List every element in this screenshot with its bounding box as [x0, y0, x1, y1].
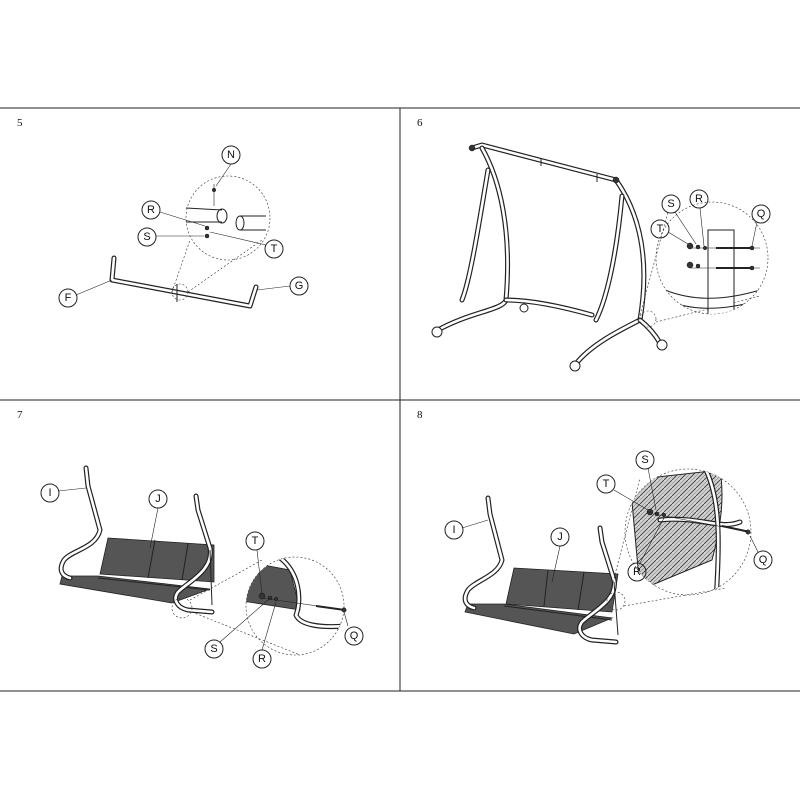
- callout-s: S: [137, 227, 204, 247]
- svg-text:S: S: [210, 643, 217, 655]
- step-8-number: 8: [417, 409, 423, 421]
- svg-text:N: N: [227, 149, 235, 161]
- nut-s-icon: [204, 233, 210, 239]
- svg-text:S: S: [641, 454, 648, 466]
- swing-frame: [431, 142, 668, 372]
- svg-text:T: T: [603, 478, 610, 490]
- svg-text:I: I: [48, 487, 51, 499]
- svg-text:T: T: [271, 243, 278, 255]
- callout-t-7: T: [245, 531, 265, 595]
- svg-text:R: R: [633, 566, 641, 578]
- callout-s-6: S: [661, 194, 697, 245]
- callout-q-6: Q: [751, 204, 771, 247]
- svg-text:R: R: [147, 204, 155, 216]
- bolt-q-icon: [749, 245, 755, 251]
- svg-text:R: R: [258, 653, 266, 665]
- panel-grid: [0, 107, 800, 692]
- callout-n: N: [215, 145, 241, 187]
- svg-text:J: J: [557, 531, 563, 543]
- svg-text:R: R: [695, 193, 703, 205]
- step-6-number: 6: [417, 117, 423, 129]
- callout-j-8: J: [550, 527, 570, 583]
- nut-t-icon: [686, 242, 694, 250]
- washer-r-icon: [702, 245, 708, 251]
- svg-text:F: F: [65, 292, 72, 304]
- callout-r-8: R: [627, 517, 665, 582]
- detail-tubes: [185, 184, 266, 239]
- bolt-n-icon: [211, 187, 217, 193]
- callout-q-7: Q: [343, 611, 364, 646]
- detail-magnifier: [185, 175, 271, 261]
- detail-joint: [639, 201, 769, 328]
- svg-text:S: S: [143, 231, 150, 243]
- washer-s-icon: [695, 244, 701, 250]
- svg-text:G: G: [295, 280, 304, 292]
- callout-i-7: I: [40, 483, 87, 503]
- svg-text:T: T: [657, 223, 664, 235]
- svg-text:I: I: [452, 524, 455, 536]
- svg-text:Q: Q: [757, 208, 766, 220]
- step-6-panel: 6: [417, 117, 771, 372]
- detail-bolt-8: [606, 468, 752, 611]
- callout-f: F: [58, 279, 113, 308]
- callout-g: G: [256, 276, 309, 296]
- foot-cap-icon: [431, 326, 443, 338]
- svg-text:J: J: [155, 493, 161, 505]
- callout-r-6: R: [689, 189, 709, 247]
- callout-t: T: [209, 231, 284, 259]
- callout-t-8: T: [596, 474, 649, 511]
- callout-s-7: S: [204, 599, 269, 659]
- washer-r-icon: [204, 225, 210, 231]
- svg-text:T: T: [252, 535, 259, 547]
- callout-i-8: I: [444, 519, 489, 540]
- step-5-panel: 5 N R: [17, 117, 309, 309]
- callout-r-7: R: [252, 601, 277, 669]
- callout-q-8: Q: [749, 535, 773, 570]
- svg-text:S: S: [667, 198, 674, 210]
- svg-text:Q: Q: [350, 630, 359, 642]
- callout-j-7: J: [148, 489, 168, 549]
- step-8-panel: 8: [417, 409, 773, 645]
- step-7-panel: 7: [17, 409, 364, 669]
- crossbar-frame: [109, 255, 259, 309]
- swing-seat: [58, 465, 215, 615]
- svg-text:Q: Q: [759, 554, 768, 566]
- callout-s-8: S: [635, 450, 657, 511]
- swing-seat-8: [462, 495, 619, 645]
- callout-r: R: [141, 200, 206, 227]
- step-7-number: 7: [17, 409, 23, 421]
- step-5-number: 5: [17, 117, 23, 129]
- callout-t-6: T: [650, 219, 689, 245]
